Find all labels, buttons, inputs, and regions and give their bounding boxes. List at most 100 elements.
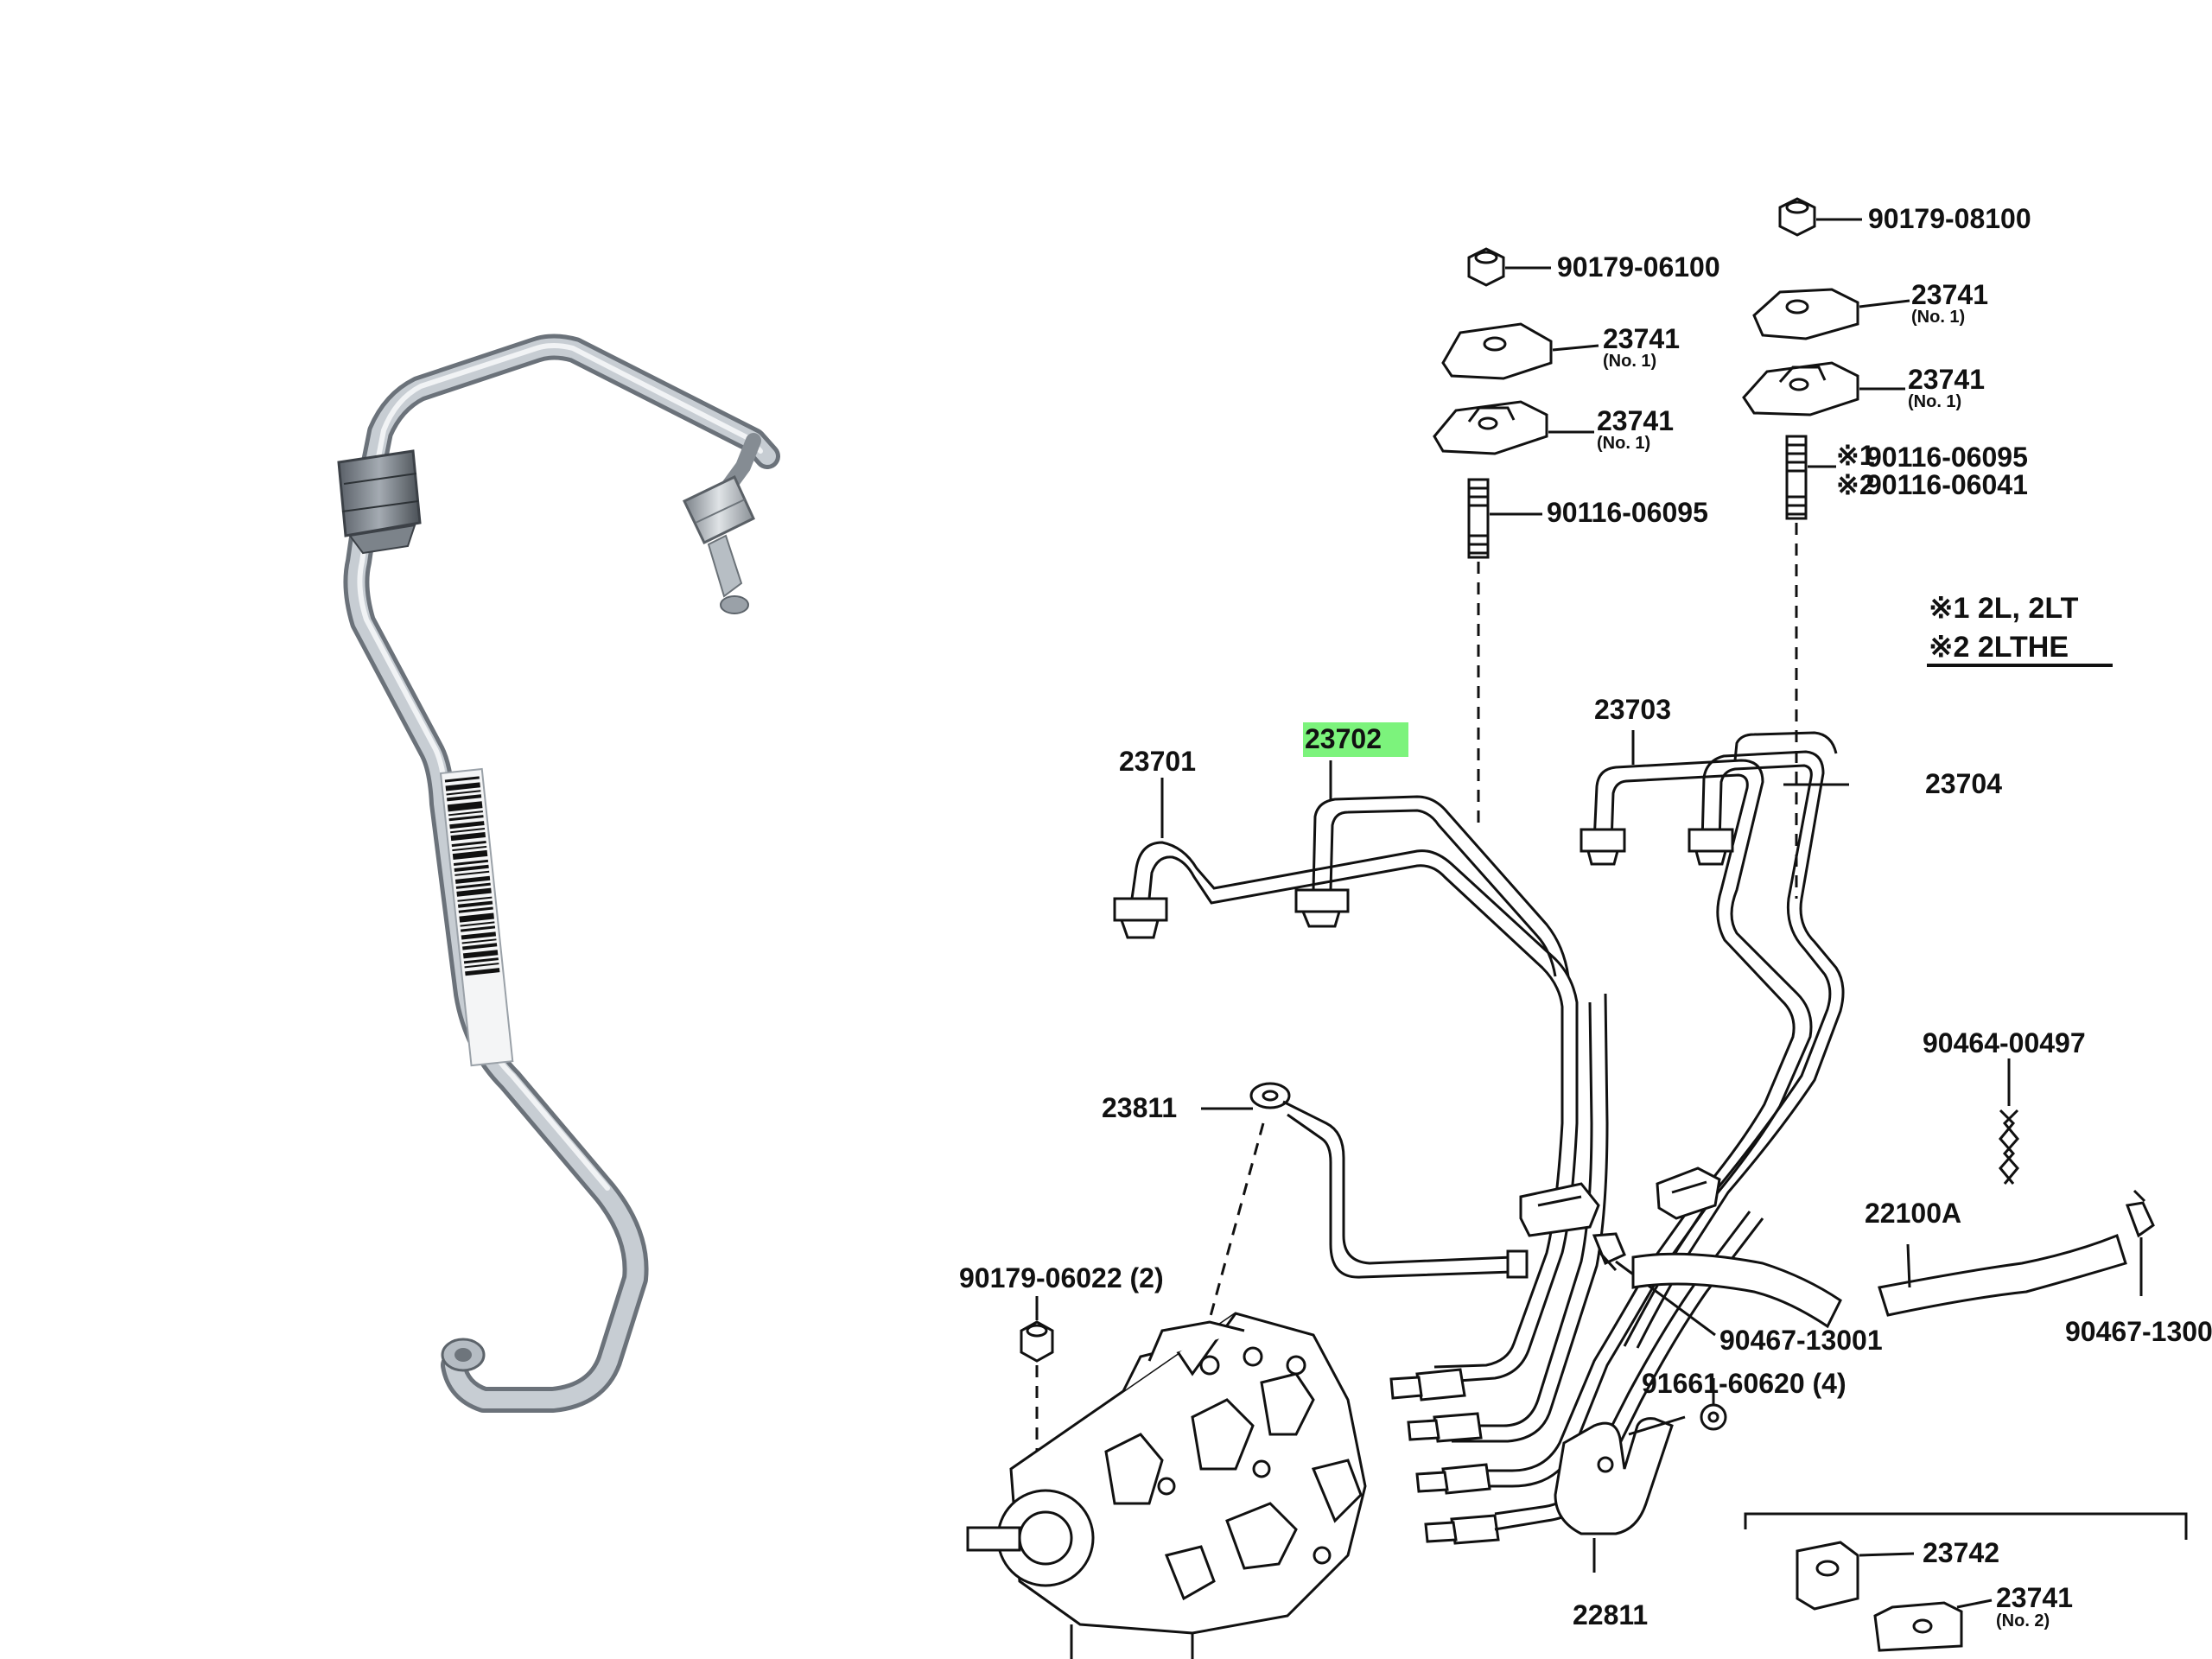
nut-icon	[1020, 1320, 1054, 1363]
inset-box	[1744, 1512, 2188, 1652]
hose-clip-icon	[2125, 1189, 2155, 1238]
clip-icon	[1999, 1109, 2019, 1185]
barcode-stripe	[463, 957, 499, 964]
barcode-stripe	[451, 840, 486, 848]
highlight-23702	[1303, 722, 1408, 757]
label-23741-m2-sub: (No. 1)	[1597, 434, 1650, 453]
bolt-icon	[1700, 1403, 1727, 1431]
pipe-fitting-nut-small	[683, 474, 755, 614]
banjo-fitting-icon	[1249, 1082, 1291, 1109]
barcode-stripe	[453, 859, 489, 866]
barcode-stripe	[454, 870, 490, 876]
barcode-stripe	[449, 821, 485, 830]
applicability-note-1: ※1 2L, 2LT	[1929, 592, 2079, 625]
label-90179-06100: 90179-06100	[1557, 251, 1720, 283]
label-90116-06095-mid: 90116-06095	[1547, 497, 1708, 528]
barcode-stripe	[462, 943, 498, 950]
hose-icon	[1631, 1234, 2127, 1329]
label-23701: 23701	[1119, 746, 1196, 777]
barcode-stripe	[461, 938, 497, 944]
barcode-stripe	[462, 950, 499, 959]
barcode-stripe	[447, 794, 482, 802]
label-23741-r2: 23741	[1908, 364, 1985, 395]
label-23741-bottom-sub: (No. 2)	[1996, 1611, 2050, 1630]
label-23742: 23742	[1923, 1537, 1999, 1568]
hose-clip-icon	[1592, 1232, 1626, 1272]
pipe-fitting-end	[441, 1338, 486, 1372]
barcode-stripe	[445, 782, 480, 791]
label-23741-m2: 23741	[1597, 405, 1674, 436]
clamp-icon	[1873, 1601, 1963, 1652]
nut-icon	[1467, 247, 1505, 287]
label-90467-1300: 90467-1300	[2065, 1316, 2212, 1347]
barcode-stripe	[444, 776, 480, 783]
pipe-photo-highlight	[357, 343, 763, 1191]
barcode-sleeve	[439, 767, 514, 1067]
label-90464-00497: 90464-00497	[1923, 1027, 2086, 1058]
barcode-stripe	[455, 882, 491, 889]
barcode-stripe	[464, 963, 499, 969]
injection-pump-icon	[966, 1312, 1367, 1659]
clamp-icon	[1752, 288, 1859, 340]
barcode-stripe	[450, 832, 486, 842]
barcode-stripe	[447, 801, 483, 812]
barcode-stripe	[454, 864, 489, 872]
clamp-icon	[1742, 361, 1859, 416]
barcode-stripe	[457, 896, 493, 902]
nut-icon	[1778, 197, 1816, 237]
barcode-stripe	[452, 845, 487, 852]
barcode-stripe	[452, 849, 488, 861]
label-stud-mark-1: ※1	[1836, 440, 1875, 471]
label-22100A: 22100A	[1865, 1198, 1961, 1229]
label-23741-r1: 23741	[1911, 279, 1988, 310]
barcode-stripe	[461, 931, 497, 940]
label-90467-13001: 90467-13001	[1719, 1325, 1883, 1356]
pipe-fitting-nut-large	[337, 449, 422, 555]
label-23741-r1-sub: (No. 1)	[1911, 308, 1965, 327]
label-23741-m1: 23741	[1603, 323, 1680, 354]
barcode-stripe	[458, 906, 493, 913]
label-90116-06041: 90116-06041	[1866, 469, 2028, 500]
clamp-icon	[1433, 400, 1548, 455]
label-90116-06095-right: 90116-06095	[1866, 442, 2028, 473]
label-23741-bottom: 23741	[1996, 1582, 2073, 1613]
pipe-clamp-left	[1519, 1182, 1600, 1237]
barcode-stripe	[460, 921, 495, 927]
barcode-stripe	[465, 968, 500, 976]
label-23704: 23704	[1925, 768, 2002, 799]
barcode-stripe	[446, 790, 481, 796]
barcode-stripe	[454, 875, 491, 884]
label-23703: 23703	[1594, 694, 1671, 725]
barcode-stripe	[461, 925, 496, 932]
injection-pipe-photo	[337, 334, 780, 1413]
pipe-23703	[1460, 759, 1813, 1488]
bracket-icon	[1554, 1417, 1674, 1535]
label-23702: 23702	[1305, 723, 1382, 754]
label-stud-mark-2: ※2	[1836, 469, 1875, 500]
clamp-icon	[1796, 1541, 1859, 1611]
pipe-23702	[1312, 795, 1570, 977]
barcode-stripe	[448, 810, 483, 817]
clamp-icon	[1441, 322, 1553, 380]
pipe-23701	[1130, 841, 1579, 1384]
label-23741-r2-sub: (No. 1)	[1908, 392, 1961, 411]
applicability-note-2: ※2 2LTHE	[1929, 631, 2069, 664]
parts-diagram	[966, 197, 2188, 1659]
stud-bolt-icon	[1467, 478, 1490, 559]
barcode-stripe	[456, 887, 492, 897]
label-23811: 23811	[1102, 1092, 1177, 1123]
part-labels: 90179-08100 90179-06100 23741 (No. 1) 23…	[959, 203, 2212, 1630]
label-90179-08100: 90179-08100	[1868, 203, 2031, 234]
label-91661-60620: 91661-60620 (4)	[1642, 1368, 1847, 1399]
label-23741-m1-sub: (No. 1)	[1603, 352, 1656, 371]
pipe-clamp-right	[1656, 1166, 1721, 1220]
barcode-stripe	[459, 912, 494, 923]
barcode-stripe	[448, 815, 484, 822]
injection-pipes	[1113, 731, 1845, 1545]
label-90179-06022: 90179-06022 (2)	[959, 1262, 1164, 1294]
barcode-stripe	[450, 828, 486, 834]
label-22811: 22811	[1573, 1599, 1648, 1630]
barcode-stripe	[457, 900, 493, 908]
stud-bolt-icon	[1785, 435, 1808, 520]
